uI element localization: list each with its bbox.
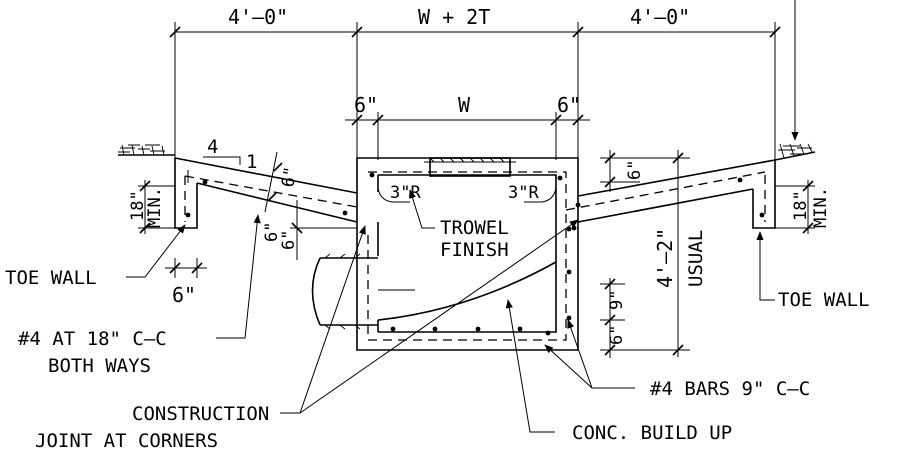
slope-indicator (203, 156, 241, 165)
trowel-finish-line1: TROWEL (440, 217, 509, 239)
toe-width-dim (165, 258, 207, 278)
rebar-slab-line2: BOTH WAYS (48, 355, 151, 377)
construction-joint-line2: JOINT AT CORNERS (35, 430, 218, 452)
rebar-slab-line1: #4 AT 18" C–C (18, 328, 167, 350)
dim-slab-edge-left: 6" (262, 222, 282, 242)
construction-joint-leader-1 (280, 225, 366, 414)
dim-depth: 4'–2" (653, 228, 677, 288)
dim-depth-note: USUAL (685, 230, 707, 287)
left-slab (174, 157, 358, 229)
conc-build-up-label: CONC. BUILD UP (572, 422, 732, 444)
dim-bottom-right-9: 9" (607, 290, 627, 310)
rebar-box-leader-2 (567, 319, 593, 389)
grate (424, 157, 516, 177)
dim-wall-left: 6" (354, 93, 378, 117)
dim-right-width: 4'–0" (630, 5, 690, 29)
right-slab (565, 159, 776, 231)
toe-wall-right-leader (756, 231, 775, 301)
conc-build-up-leader (505, 299, 555, 433)
conc-build-up-curve (377, 261, 557, 321)
construction-joint-line1: CONSTRUCTION (132, 403, 269, 425)
slope-run: 4 (207, 136, 218, 158)
radius-left: 3"R (390, 183, 421, 203)
top-dimension-line (169, 22, 781, 205)
rebar-box-label: #4 BARS 9" C–C (650, 378, 810, 400)
trowel-leader (409, 189, 435, 229)
pipe (311, 253, 415, 330)
toe-wall-left-leader (126, 224, 186, 278)
dim-slab-edge-left-2: 6" (279, 230, 299, 250)
dim-toe-width: 6" (172, 283, 196, 307)
radius-right: 3"R (508, 183, 539, 203)
right-dims (600, 150, 690, 358)
dim-toe-depth-right-min: MIN. (811, 187, 831, 228)
ground-hatch-left (118, 144, 175, 156)
dim-toe-depth-left-min: MIN. (145, 187, 165, 228)
dim-top-right-6: 6" (625, 160, 645, 180)
dim-bottom-right-6: 6" (607, 325, 627, 345)
toe-depth-right-dim (775, 180, 815, 234)
dim-center-width: W + 2T (418, 5, 490, 29)
slope-rise: 1 (246, 151, 257, 173)
dim-inner-width: W (458, 93, 471, 117)
dim-left-width: 4'–0" (228, 5, 288, 29)
toe-wall-right-label: TOE WALL (778, 289, 870, 311)
toe-wall-left-label: TOE WALL (5, 267, 97, 289)
toe-depth-left-dim (138, 180, 175, 234)
trowel-finish-line2: FINISH (440, 239, 509, 261)
dim-toe-depth-left: 18" (128, 190, 148, 221)
ground-hatch-right (774, 143, 816, 161)
dim-slab-thickness: 6" (278, 165, 301, 189)
dim-toe-depth-right: 18" (791, 190, 811, 221)
construction-joint-leader-2 (299, 219, 579, 414)
rebar-slab-leader (216, 214, 261, 339)
inner-width-dimension (345, 112, 590, 160)
slab-thickness-dims (264, 151, 357, 260)
dim-wall-right: 6" (557, 93, 581, 117)
